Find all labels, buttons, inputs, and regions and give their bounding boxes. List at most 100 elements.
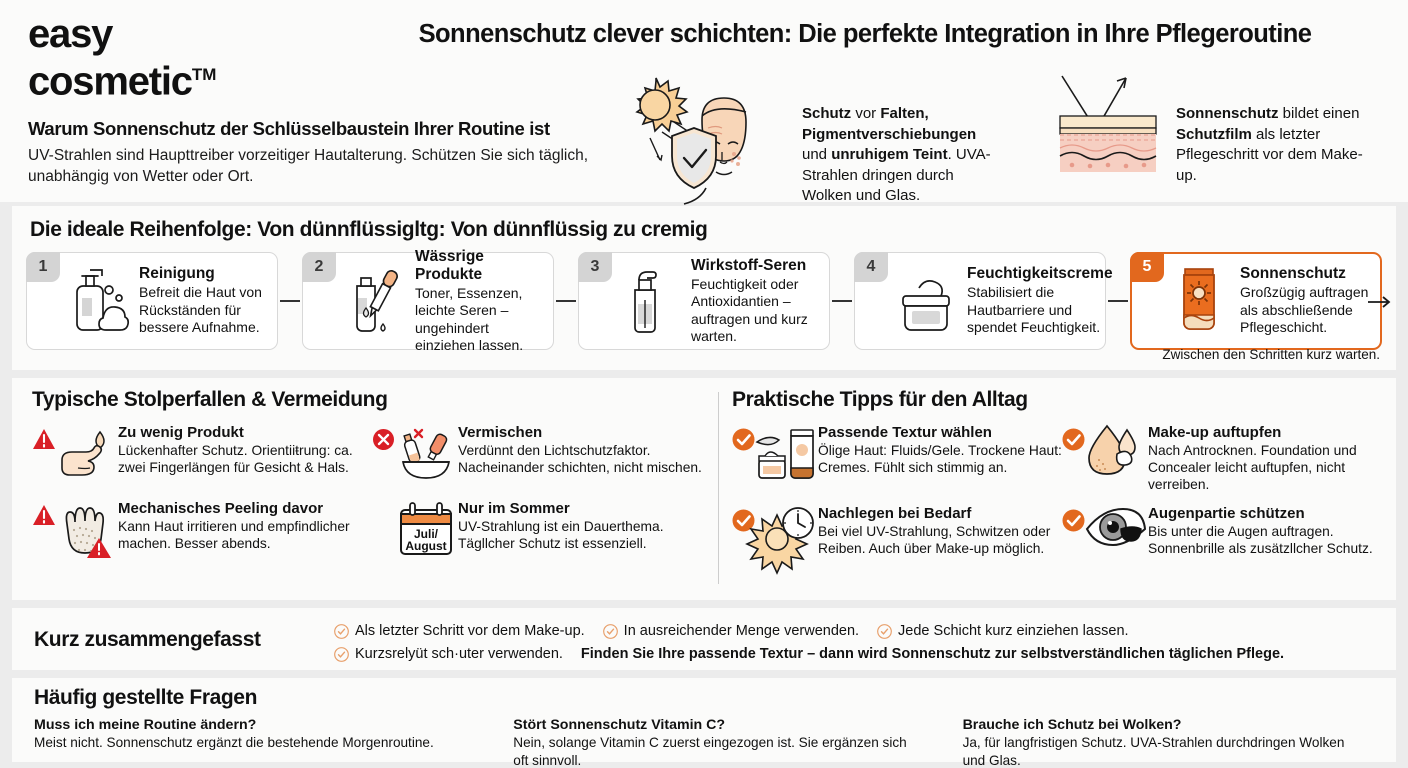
pitfall-desc-2: Verdünnt den Lichtschutzfaktor. Nacheina… <box>458 443 702 475</box>
pitfall-item-1[interactable]: Zu wenig Produkt Lückenhafter Schutz. Or… <box>32 424 372 488</box>
faq-answer-2: Nein, solange Vitamin C zuerst eingezoge… <box>513 735 907 768</box>
pitfall-text-2: Vermischen Verdünnt den Lichtschutzfakto… <box>454 424 712 476</box>
pitfall-title-1: Zu wenig Produkt <box>118 424 244 441</box>
step-text-4: Feuchtigkeitscreme Stabilisiert die Haut… <box>961 265 1113 337</box>
routine-steps-section: Die ideale Reihenfolge: Von dünnflüssigl… <box>12 206 1396 370</box>
check-circle-icon <box>1062 424 1088 451</box>
step-number-1: 1 <box>26 252 60 282</box>
tip-text-3: Nachlegen bei Bedarf Bei viel UV-Strahlu… <box>814 505 1062 557</box>
header-feature-film: Sonnenschutz bildet einen Schutzfilm als… <box>1050 70 1390 186</box>
tip-text-1: Passende Textur wählen Ölige Haut: Fluid… <box>814 424 1062 476</box>
step-title-3: Wirkstoff-Seren <box>691 256 807 274</box>
step-text-3: Wirkstoff-Seren Feuchtigkeit oder Antiox… <box>685 257 821 346</box>
step-connector-2-3 <box>554 252 578 350</box>
check-outline-icon <box>334 646 349 662</box>
tip-item-2[interactable]: Make-up auftupfen Nach Antrocknen. Found… <box>1062 424 1392 493</box>
step-number-5: 5 <box>1130 252 1164 282</box>
pitfall-item-4[interactable]: Juli/ August Nur im Sommer UV-Strahlung … <box>372 500 712 564</box>
tip-text-2: Make-up auftupfen Nach Antrocknen. Found… <box>1144 424 1392 493</box>
pitfalls-title: Typische Stolperfallen & Vermeidung <box>32 388 388 411</box>
foundation-drop-icon <box>1088 424 1144 488</box>
step-desc-2: Toner, Essenzen, leichte Seren – ungehin… <box>415 284 524 354</box>
brand-logo: easy cosmeticTM <box>28 14 216 102</box>
step-title-4: Feuchtigkeitscreme <box>967 265 1113 283</box>
pitfalls-panel: Typische Stolperfallen & Vermeidung <box>32 388 712 576</box>
step-number-3: 3 <box>578 252 612 282</box>
tips-grid: Passende Textur wählen Ölige Haut: Fluid… <box>732 424 1392 581</box>
step-connector-4-5 <box>1106 252 1130 350</box>
summary-line-2: Kurzsrelyüt sch·uter verwenden. Finden S… <box>334 644 1382 664</box>
step-card-4[interactable]: 4 Feuchtigkeitscreme Stabilisiert die Ha… <box>854 252 1113 350</box>
warning-triangle-icon <box>32 424 58 450</box>
tip-title-4: Augenpartie schützen <box>1148 505 1305 522</box>
summary-bullet-1: Als letzter Schritt vor dem Make-up. <box>334 621 585 641</box>
pitfall-title-4: Nur im Sommer <box>458 500 570 517</box>
check-outline-icon <box>602 623 618 639</box>
serum-pump-icon <box>615 262 685 340</box>
summary-line-1: Als letzter Schritt vor dem Make-up. In … <box>334 621 1382 641</box>
tip-desc-1: Ölige Haut: Fluids/Gele. Trockene Haut: … <box>818 443 1062 475</box>
step-title-1: Reinigung <box>139 265 215 283</box>
pitfall-title-3: Mechanisches Peeling davor <box>118 500 324 517</box>
summary-lines: Als letzter Schritt vor dem Make-up. In … <box>334 621 1382 664</box>
faq-item-2[interactable]: Stört Sonnenschutz Vitamin C? Nein, sola… <box>483 716 932 768</box>
tip-text-4: Augenpartie schützen Bis unter die Augen… <box>1144 505 1392 557</box>
pitfall-item-2[interactable]: Vermischen Verdünnt den Lichtschutzfakto… <box>372 424 712 488</box>
step-title-2: Wässrige Produkte <box>415 247 484 283</box>
faq-answer-3: Ja, für langfristigen Schutz. UVA-Strahl… <box>962 735 1345 768</box>
tip-title-3: Nachlegen bei Bedarf <box>818 505 972 522</box>
step-card-2[interactable]: 2 <box>302 248 554 353</box>
faq-section: Häufig gestellte Fragen Muss ich meine R… <box>12 678 1396 768</box>
tip-title-1: Passende Textur wählen <box>818 424 992 441</box>
faq-item-1[interactable]: Muss ich meine Routine ändern? Meist nic… <box>34 716 483 768</box>
steps-section-title: Die ideale Reihenfolge: Von dünnflüssigl… <box>30 218 708 241</box>
check-outline-icon <box>877 623 892 639</box>
summary-bullet-4-text: Kurzsrelyüt sch·uter verwenden. <box>355 646 563 662</box>
check-outline-icon <box>334 623 349 639</box>
step-card-5[interactable]: 5 Sonnenschutz Großzügi <box>1130 252 1382 350</box>
pitfall-item-3[interactable]: Mechanisches Peeling davor Kann Haut irr… <box>32 500 372 564</box>
tip-item-1[interactable]: Passende Textur wählen Ölige Haut: Fluid… <box>732 424 1062 493</box>
calendar-icon: Juli/ August <box>398 500 454 564</box>
faq-answer-1: Meist nicht. Sonnenschutz ergänzt die be… <box>34 735 434 750</box>
faq-question-3: Brauche ich Schutz bei Wolken? <box>962 717 1182 733</box>
pitfalls-grid: Zu wenig Produkt Lückenhafter Schutz. Or… <box>32 424 712 576</box>
warning-triangle-icon <box>32 500 58 526</box>
faq-title: Häufig gestellte Fragen <box>34 686 258 709</box>
flow-arrow-icon <box>1368 294 1394 310</box>
step-text-2: Wässrige Produkte Toner, Essenzen, leich… <box>409 248 545 355</box>
dropper-bottle-icon <box>339 262 409 340</box>
step-desc-5: Großzügig auftragen als abschließende Pf… <box>1240 284 1369 336</box>
x-circle-icon <box>372 424 398 451</box>
tip-item-3[interactable]: Nachlegen bei Bedarf Bei viel UV-Strahlu… <box>732 505 1062 575</box>
faq-columns: Muss ich meine Routine ändern? Meist nic… <box>34 716 1382 768</box>
summary-bullet-3-text: Jede Schicht kurz einziehen lassen. <box>898 623 1129 639</box>
brand-line-2: cosmeticTM <box>28 59 217 104</box>
sun-clock-icon <box>745 505 814 575</box>
pitfall-desc-1: Lückenhafter Schutz. Orientiiŧrung: ca. … <box>118 443 353 475</box>
faq-item-3[interactable]: Brauche ich Schutz bei Wolken? Ja, für l… <box>933 716 1382 768</box>
tips-title: Praktische Tipps für den Alltag <box>732 388 1028 411</box>
tube-and-jar-icon <box>755 424 814 488</box>
pitfall-text-1: Zu wenig Produkt Lückenhafter Schutz. Or… <box>114 424 372 476</box>
step-desc-3: Feuchtigkeit oder Antioxidantien – auftr… <box>691 275 808 345</box>
step-connector-1-2 <box>278 252 302 350</box>
summary-bullet-2-text: In ausreichender Menge verwenden. <box>623 623 860 639</box>
summary-closing-statement: Finden Sie Ihre passende Textur – dann w… <box>580 646 1285 662</box>
tip-item-4[interactable]: Augenpartie schützen Bis unter die Augen… <box>1062 505 1392 569</box>
tip-title-2: Make-up auftupfen <box>1148 424 1282 441</box>
pitfall-desc-3: Kann Haut irritieren und empfindlicher m… <box>118 519 350 551</box>
step-card-3[interactable]: 3 Wirkstoff-Seren Feuchtigkeit ode <box>578 252 830 350</box>
step-card-1[interactable]: 1 <box>26 252 278 350</box>
eye-sunglasses-icon <box>1085 505 1147 569</box>
lead-block: Warum Sonnenschutz der Schlüsselbaustein… <box>28 118 628 187</box>
header-feature-protection-text: Schutz vor Falten, Pigmentverschiebungen… <box>802 105 991 204</box>
step-text-1: Reinigung Befreit die Haut von Rückständ… <box>133 265 269 337</box>
step-desc-1: Befreit die Haut von Rückständen für bes… <box>139 284 262 336</box>
header-feature-film-text: Sonnenschutz bildet einen Schutzfilm als… <box>1176 105 1363 184</box>
mixing-bowl-icon <box>398 424 454 488</box>
svg-text:Juli/: Juli/ <box>414 527 439 541</box>
step-text-5: Sonnenschutz Großzügig auftragen als abs… <box>1234 265 1372 337</box>
pump-bottle-foam-icon <box>63 262 133 340</box>
